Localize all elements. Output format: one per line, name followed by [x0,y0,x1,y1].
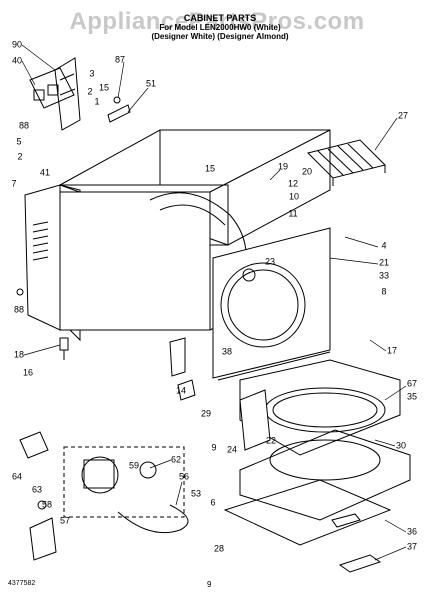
part-callout-30: 30 [395,440,407,451]
part-callout-15: 15 [98,82,110,93]
part-callout-18: 18 [13,349,25,360]
part-callout-58: 58 [41,499,53,510]
leveling-legs [16,288,196,401]
part-callout-22: 22 [265,435,277,446]
part-callout-51: 51 [145,78,157,89]
drawing-code: 4377582 [8,580,36,587]
title-line-3: (Designer White) (Designer Almond) [151,32,289,41]
part-callout-40: 40 [11,55,23,66]
part-callout-41: 41 [39,167,51,178]
part-callout-5: 5 [16,136,22,147]
part-callout-3: 3 [89,68,95,79]
motor-box [63,446,189,534]
part-callout-28: 28 [213,543,225,554]
part-callout-29: 29 [200,408,212,419]
part-callout-33: 33 [378,270,390,281]
part-callout-2: 2 [17,151,23,162]
part-callout-4: 4 [381,240,387,251]
drying-rack [307,139,386,186]
part-callout-67: 67 [406,378,418,389]
part-callout-14: 14 [175,385,187,396]
part-callout-87: 87 [114,54,126,65]
part-callout-59: 59 [128,460,140,471]
title-block: CABINET PARTS For Model LEN2000HW0 (Whit… [120,13,320,42]
part-callout-17: 17 [386,345,398,356]
part-callout-15: 15 [204,163,216,174]
part-callout-27: 27 [397,110,409,121]
part-callout-9: 9 [211,442,217,453]
part-callout-8: 8 [381,286,387,297]
part-callout-16: 16 [22,367,34,378]
small-parts [19,431,57,561]
part-callout-1: 1 [94,96,100,107]
part-callout-62: 62 [170,454,182,465]
part-callout-10: 10 [288,191,300,202]
part-callout-20: 20 [301,166,313,177]
watermark-text: AppliancePartsPros.com [69,8,365,35]
part-callout-11: 11 [288,208,298,219]
leader-lines [21,44,407,561]
part-callout-53: 53 [190,488,202,499]
part-callout-56: 56 [178,471,190,482]
part-callout-57: 57 [59,515,71,526]
part-callout-63: 63 [31,484,43,495]
title-line-2: For Model LEN2000HW0 (White) [159,23,281,32]
base-assembly [223,359,411,573]
part-callout-88: 88 [18,120,30,131]
top-brackets [29,57,131,131]
part-callout-2: 2 [87,86,93,97]
title-line-1: CABINET PARTS [183,13,257,23]
part-callout-19: 19 [277,161,289,172]
part-callout-12: 12 [287,178,299,189]
part-callout-38: 38 [221,346,233,357]
part-callout-37: 37 [406,541,418,552]
part-callout-24: 24 [226,444,238,455]
side-panel [24,184,61,331]
part-callout-90: 90 [11,39,23,50]
front-panel [212,227,331,381]
part-callout-23: 23 [264,256,276,267]
part-callout-6: 6 [210,497,216,508]
part-callout-64: 64 [11,471,23,482]
part-callout-35: 35 [406,391,418,402]
part-callout-88: 88 [13,304,25,315]
part-callout-36: 36 [406,526,418,537]
page-number: 9 [207,580,212,589]
part-callout-21: 21 [378,257,390,268]
part-callout-7: 7 [11,178,17,189]
